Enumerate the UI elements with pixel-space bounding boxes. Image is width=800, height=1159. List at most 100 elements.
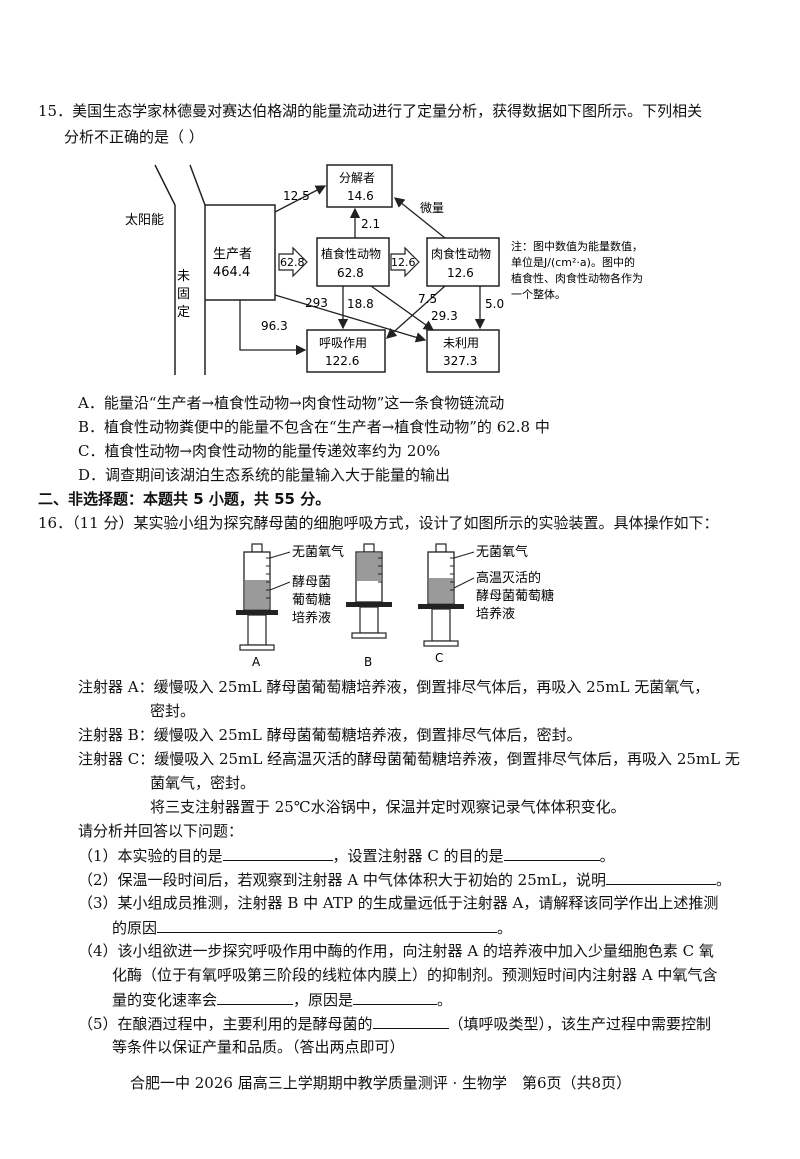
label-yeast-a-2: 葡萄糖 <box>292 592 331 608</box>
answer-blank-1b[interactable] <box>503 844 600 861</box>
syringe-a-text-1: 注射器 A：缓慢吸入 25mL 酵母菌葡萄糖培养液，倒置排尽气体后，再吸入 25… <box>78 678 710 696</box>
section-heading: 二、非选择题：本题共 5 小题，共 55 分。 <box>38 490 331 508</box>
unused-value: 327.3 <box>443 354 477 368</box>
flow-h-unused-label: 29.3 <box>431 309 458 323</box>
respiration-name: 呼吸作用 <box>319 336 367 350</box>
herbivore-value: 62.8 <box>337 266 364 280</box>
sub-question-5-line2: 等条件以保证产量和品质。（答出两点即可） <box>112 1038 405 1056</box>
syringe-a <box>236 543 278 651</box>
answer-blank-4a[interactable] <box>217 988 294 1005</box>
sub-question-2: （2）保温一段时间后，若观察到注射器 A 中气体体积大于初始的 25mL，说明 。 <box>78 868 731 891</box>
syringe-a-text-2: 密封。 <box>150 702 196 720</box>
carnivore-box <box>426 237 500 287</box>
q15-option-a: A．能量沿“生产者→植食性动物→肉食性动物”这一条食物链流动 <box>78 394 505 412</box>
sun-band-right <box>189 164 206 375</box>
syringe-c <box>418 543 464 647</box>
sub2-text-a: （2）保温一段时间后，若观察到注射器 A 中气体体积大于初始的 25mL，说明 <box>78 871 606 889</box>
herbivore-box <box>316 237 390 287</box>
sub4-text-c: 量的变化速率会 <box>112 991 218 1009</box>
sub2-text-b: 。 <box>715 871 731 889</box>
flow-producer-unused <box>274 294 427 343</box>
producer-value: 464.4 <box>213 265 250 280</box>
label-inactivated-yeast-2: 酵母菌葡萄糖 <box>476 588 554 604</box>
decomposer-box <box>326 164 393 208</box>
page-footer: 合肥一中 2026 届高三上学期期中教学质量测评 · 生物学 第6页（共8页） <box>130 1074 632 1092</box>
arrow-herbivore-carnivore <box>390 246 420 278</box>
sub-question-4-line1: （4）该小组欲进一步探究呼吸作用中酶的作用，向注射器 A 的培养液中加入少量细胞… <box>78 942 714 960</box>
flow-producer-decomposer-label: 12.5 <box>283 189 310 203</box>
procedure-text: 将三支注射器置于 25℃水浴锅中，保温并定时观察记录气体体积变化。 <box>150 798 626 816</box>
sub1-text-a: （1）本实验的目的是 <box>78 847 223 865</box>
unused-name: 未利用 <box>443 336 479 350</box>
sub4-text-e: 。 <box>437 991 453 1009</box>
decomposer-name: 分解者 <box>339 171 375 185</box>
sub3-text-c: 。 <box>497 919 513 937</box>
arrow-producer-herbivore <box>278 246 308 278</box>
label-sterile-oxygen-c: 无菌氧气 <box>476 544 528 560</box>
q15-stem-line1: 15．美国生态学家林德曼对赛达伯格湖的能量流动进行了定量分析，获得数据如下图所示… <box>38 102 703 120</box>
flow-herbivore-decomposer-label: 2.1 <box>361 217 380 231</box>
unfixed-label-1: 未 <box>177 269 190 284</box>
sun-label: 太阳能 <box>125 213 164 228</box>
label-yeast-a-3: 培养液 <box>292 610 331 626</box>
sub-question-3-line1: （3）某小组成员推测，注射器 B 中 ATP 的生成量远低于注射器 A，请解释该… <box>78 894 719 912</box>
sub1-text-b: ，设置注射器 C 的目的是 <box>332 847 504 865</box>
sub3-text-b: 的原因 <box>112 919 158 937</box>
syringe-a-label: A <box>252 655 261 669</box>
q15-option-c: C．植食性动物→肉食性动物的能量传递效率约为 20% <box>78 442 441 460</box>
q15-stem-line2: 分析不正确的是（ ） <box>64 128 204 146</box>
carnivore-name: 肉食性动物 <box>431 246 491 261</box>
syringe-c-text-1: 注射器 C：缓慢吸入 25mL 经高温灭活的酵母菌葡萄糖培养液，倒置排尽气体后，… <box>78 750 740 768</box>
label-yeast-a-1: 酵母菌 <box>292 575 331 590</box>
carnivore-value: 12.6 <box>447 266 474 280</box>
answer-blank-2[interactable] <box>605 868 716 885</box>
sub-question-5-line1: （5）在酿酒过程中，主要利用的是酵母菌的 （填呼吸类型），该生产过程中需要控制 <box>78 1012 711 1035</box>
flow-producer-respiration <box>239 300 307 356</box>
syringe-b-text: 注射器 B：缓慢吸入 25mL 酵母菌葡萄糖培养液，倒置排尽气体后，密封。 <box>78 726 582 744</box>
label-inactivated-yeast-3: 培养液 <box>476 606 515 622</box>
flow-p-resp-label: 96.3 <box>261 319 288 333</box>
syringe-c-label: C <box>435 651 443 665</box>
note-line-1: 注：图中数值为能量数值， <box>511 239 643 253</box>
answer-blank-4b[interactable] <box>353 988 438 1005</box>
sub-question-4-line2: 化酶（位于有氧呼吸第三阶段的线粒体内膜上）的抑制剂。预测短时间内注射器 A 中氧… <box>112 966 718 984</box>
note-line-3: 植食性、肉食性动物各作为 <box>511 271 643 285</box>
syringe-b <box>346 543 392 639</box>
respiration-value: 122.6 <box>325 354 359 368</box>
unfixed-label-3: 定 <box>177 305 190 320</box>
sub5-text-b: （填呼吸类型），该生产过程中需要控制 <box>448 1015 712 1033</box>
sub4-text-d: ，原因是 <box>293 991 354 1009</box>
flow-carnivore-decomposer <box>393 197 446 239</box>
sun-band-left <box>154 164 176 375</box>
flow-p-to-h-label: 62.8 <box>280 256 305 269</box>
answer-blank-1a[interactable] <box>222 844 333 861</box>
q16-stem: 16．（11 分）某实验小组为探究酵母菌的细胞呼吸方式，设计了如图所示的实验装置… <box>38 514 719 532</box>
syringe-c-text-2: 菌氧气，密封。 <box>150 774 256 792</box>
herbivore-name: 植食性动物 <box>321 246 381 261</box>
flow-p-unused-label: 293 <box>305 296 328 310</box>
answer-blank-5[interactable] <box>372 1012 449 1029</box>
energy-flow-diagram: 太阳能 未 固 定 生产者 464.4 分解者 14.6 植食性动物 62.8 … <box>125 164 643 375</box>
flow-c-unused-label: 5.0 <box>485 297 504 311</box>
flow-producer-decomposer <box>274 185 327 213</box>
analysis-prompt: 请分析并回答以下问题： <box>78 822 244 840</box>
flow-c-resp-label: 7.5 <box>418 292 437 306</box>
q15-option-b: B．植食性动物粪便中的能量不包含在“生产者→植食性动物”的 62.8 中 <box>78 418 550 436</box>
sub1-text-c: 。 <box>599 847 615 865</box>
syringe-b-label: B <box>364 655 372 669</box>
sub5-text-a: （5）在酿酒过程中，主要利用的是酵母菌的 <box>78 1015 373 1033</box>
label-sterile-oxygen-a: 无菌氧气 <box>292 544 344 560</box>
decomposer-value: 14.6 <box>347 189 374 203</box>
respiration-box <box>306 329 386 373</box>
flow-carnivore-respiration <box>386 285 446 339</box>
flow-h-to-c-label: 12.6 <box>391 256 416 269</box>
note-line-4: 一个整体。 <box>511 287 566 301</box>
sub-question-3-line2: 的原因 。 <box>112 916 512 939</box>
flow-herbivore-unused <box>370 285 435 331</box>
flow-h-resp-label: 18.8 <box>347 297 374 311</box>
answer-blank-3[interactable] <box>157 916 498 933</box>
sub-question-1: （1）本实验的目的是 ，设置注射器 C 的目的是 。 <box>78 844 615 867</box>
unfixed-label-2: 固 <box>177 287 190 302</box>
syringe-figure: A 无菌氧气 酵母菌 葡萄糖 培养液 B C 无菌氧气 高温灭活的 酵母菌葡萄糖… <box>236 543 554 669</box>
sub-question-4-line3: 量的变化速率会 ，原因是 。 <box>112 988 452 1011</box>
